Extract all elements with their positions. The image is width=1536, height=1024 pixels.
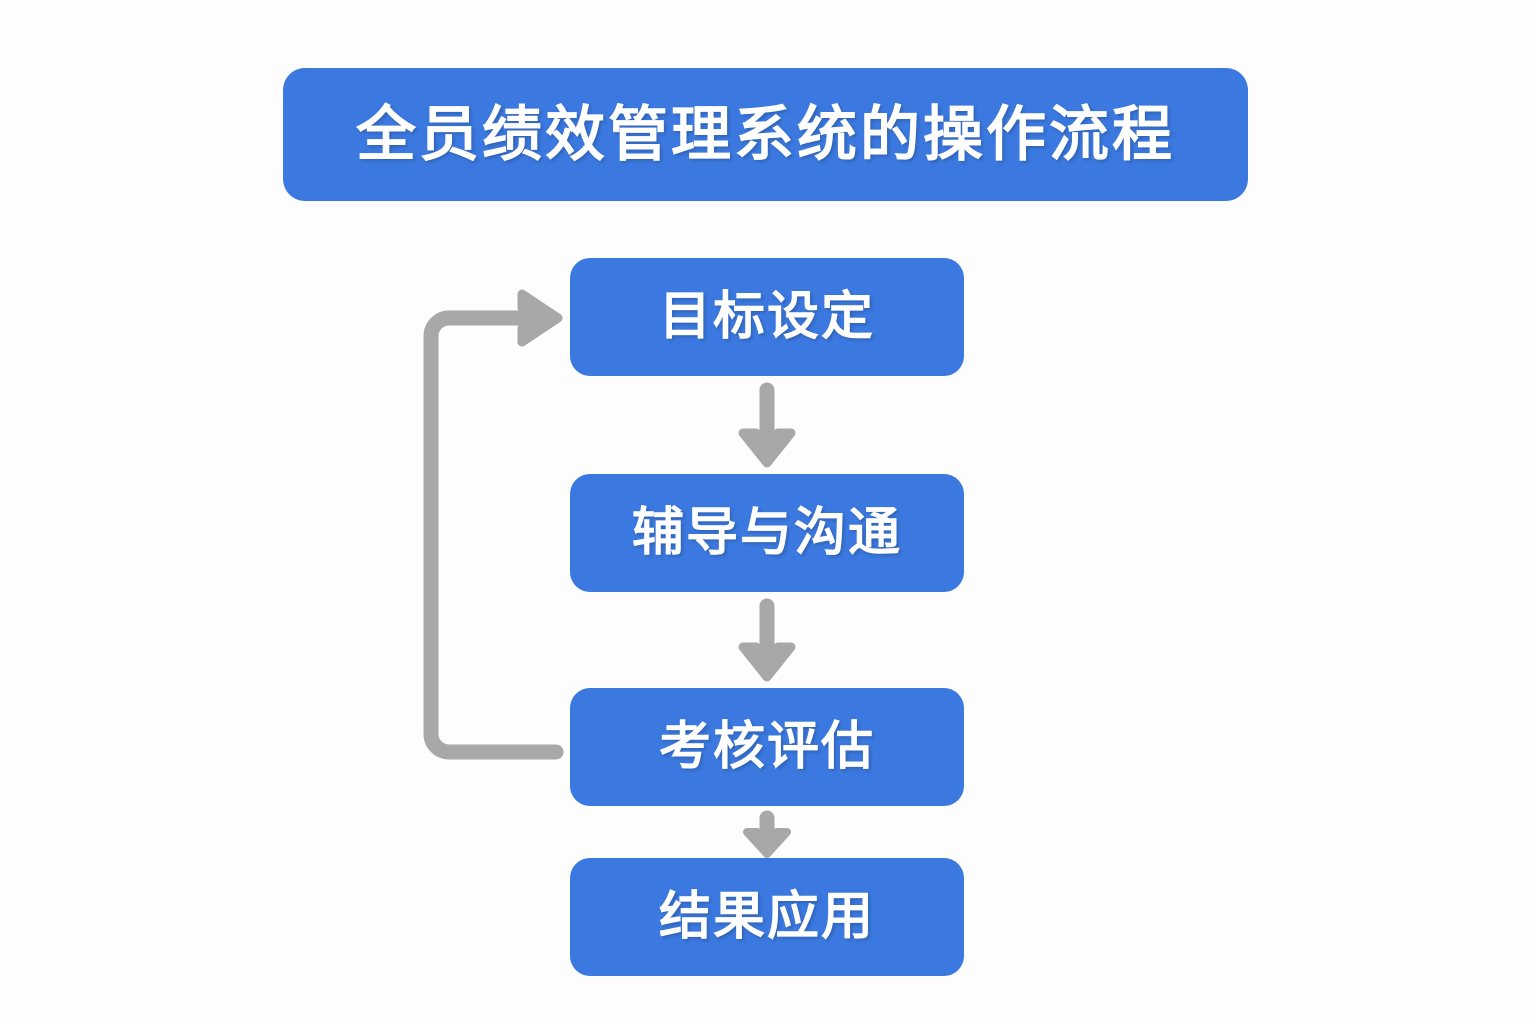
flow-node-results-applied[interactable]: 结果应用 [570,858,964,976]
flow-node-label: 考核评估 [658,718,875,776]
flow-node-label: 目标设定 [658,288,875,346]
flow-node-goal-setting[interactable]: 目标设定 [570,258,964,376]
flow-node-label: 辅导与沟通 [631,504,902,562]
diagram-title-banner: 全员绩效管理系统的操作流程 [283,68,1248,201]
arrow-goal-to-coaching-icon [738,382,796,468]
arrow-feedback-loop-icon [423,289,564,760]
flow-node-coaching[interactable]: 辅导与沟通 [570,474,964,592]
flow-node-label: 结果应用 [658,888,875,946]
page-title: 全员绩效管理系统的操作流程 [356,100,1175,168]
arrow-coaching-to-assessment-icon [738,598,796,682]
arrow-assessment-to-results-icon [743,810,791,858]
flow-node-assessment[interactable]: 考核评估 [570,688,964,806]
